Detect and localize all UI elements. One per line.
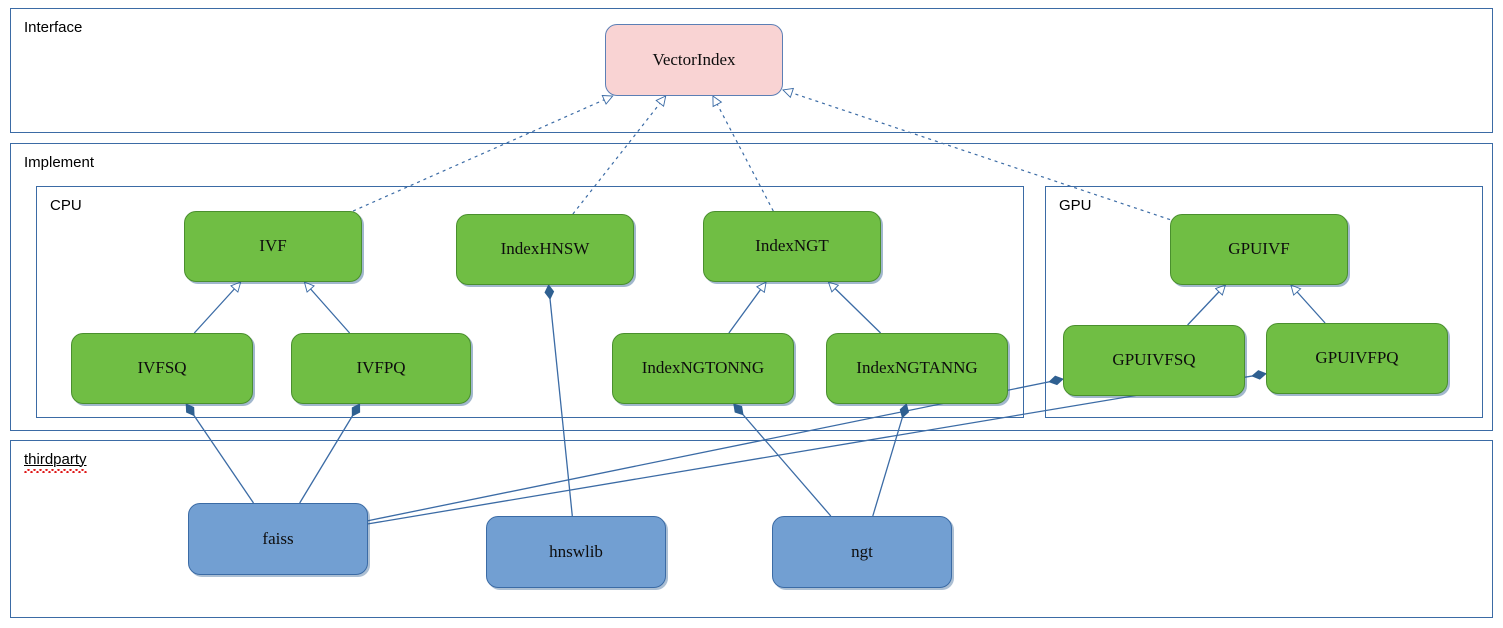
class-node-faiss[interactable]: faiss	[188, 503, 368, 575]
class-node-gpuivfpq[interactable]: GPUIVFPQ	[1266, 323, 1448, 394]
spellcheck-underline-icon	[24, 469, 87, 473]
class-node-label: faiss	[262, 528, 294, 548]
class-node-ivf[interactable]: IVF	[184, 211, 362, 282]
group-label-gpu: GPU	[1059, 197, 1092, 214]
class-node-gpuivfsq[interactable]: GPUIVFSQ	[1063, 325, 1245, 396]
class-node-hnswlib[interactable]: hnswlib	[486, 516, 666, 588]
class-node-label: IVF	[259, 236, 287, 256]
group-label-interface: Interface	[24, 19, 83, 36]
class-node-ngt[interactable]: ngt	[772, 516, 952, 588]
class-node-label: IndexNGTONNG	[641, 358, 765, 378]
class-node-label: IndexNGTANNG	[856, 358, 978, 378]
class-node-label: IndexHNSW	[500, 239, 590, 259]
class-node-label: IndexNGT	[755, 236, 829, 256]
class-node-gpuivf[interactable]: GPUIVF	[1170, 214, 1348, 285]
class-node-indexngt[interactable]: IndexNGT	[703, 211, 881, 282]
class-node-vectorindex[interactable]: VectorIndex	[605, 24, 783, 96]
class-node-ivfpq[interactable]: IVFPQ	[291, 333, 471, 404]
class-node-label: VectorIndex	[652, 49, 736, 69]
class-node-label: IVFPQ	[356, 358, 406, 378]
group-label-thirdparty: thirdparty	[24, 452, 87, 473]
class-node-label: GPUIVF	[1228, 239, 1290, 259]
class-node-indexhnsw[interactable]: IndexHNSW	[456, 214, 634, 285]
class-node-indexngtanng[interactable]: IndexNGTANNG	[826, 333, 1008, 404]
class-node-label: hnswlib	[549, 541, 603, 561]
class-node-label: ngt	[851, 541, 873, 561]
group-label-implement: Implement	[24, 154, 95, 171]
class-node-label: IVFSQ	[137, 358, 187, 378]
class-node-ivfsq[interactable]: IVFSQ	[71, 333, 253, 404]
class-node-label: GPUIVFPQ	[1315, 348, 1399, 368]
class-node-indexngtonng[interactable]: IndexNGTONNG	[612, 333, 794, 404]
group-label-cpu: CPU	[50, 197, 82, 214]
class-node-label: GPUIVFSQ	[1112, 350, 1196, 370]
